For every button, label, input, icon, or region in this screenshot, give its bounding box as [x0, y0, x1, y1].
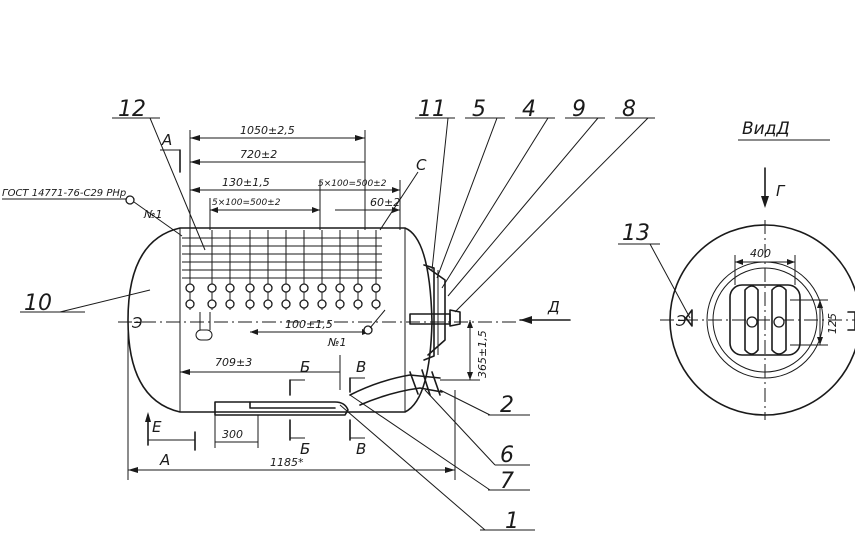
section-b-top: Б [300, 358, 310, 376]
callout-10: 10 [24, 291, 52, 316]
dim-5x100-left: 5×100=500±2 [212, 198, 281, 208]
section-a-bottom: А [159, 451, 170, 469]
dim-720: 720±2 [240, 148, 277, 161]
callout-5: 5 [472, 97, 486, 122]
section-v-top: В [356, 358, 366, 376]
ref-left: №1 [143, 208, 162, 221]
dim-1185: 1185* [270, 456, 304, 469]
dim-130: 130±1,5 [222, 176, 270, 189]
view-d-arrow [519, 316, 571, 324]
section-v-bottom: В [356, 440, 366, 458]
callout-8: 8 [622, 97, 636, 122]
symbol-right: Э [675, 312, 687, 330]
heating-tubes [182, 237, 382, 279]
callout-11: 11 [418, 97, 446, 122]
section-bv-bottom [289, 419, 365, 441]
dim-5x100-right: 5×100=500±2 [318, 179, 387, 189]
dim-365: 365±1,5 [476, 330, 489, 378]
inner-pipe [214, 401, 349, 416]
callout-6: 6 [500, 443, 514, 468]
callout-1: 1 [505, 509, 519, 534]
callout-leaders [20, 117, 655, 531]
dim-125: 125 [826, 313, 839, 334]
symbol-left: Э [131, 314, 143, 332]
bracket-slot [195, 312, 213, 341]
callout-7: 7 [500, 469, 514, 494]
callout-4: 4 [522, 97, 536, 122]
arrow-e: Е [152, 418, 162, 436]
view-g-arrow [761, 167, 769, 208]
flange [409, 264, 461, 361]
callout-2: 2 [500, 393, 514, 418]
dimension-lines-bottom [127, 330, 456, 480]
view-d-title: ВидД [742, 119, 790, 139]
outlet-pipe [349, 369, 443, 406]
tank-body [118, 227, 520, 413]
stiffener-grid [189, 230, 377, 310]
detail-c: С [416, 156, 427, 174]
dim-400: 400 [750, 247, 771, 260]
dim-1050: 1050±2,5 [240, 124, 295, 137]
hole-rows [185, 283, 381, 309]
callout-13: 13 [622, 221, 650, 246]
callout-9: 9 [572, 97, 586, 122]
dimension-lines-top [189, 130, 401, 230]
dim-300: 300 [222, 428, 243, 441]
dim-100: 100±1,5 [285, 318, 333, 331]
arrow-d: Д [547, 298, 560, 316]
section-bv-top [289, 377, 365, 396]
section-b-bottom: Б [300, 440, 310, 458]
weld-standard: ГОСТ 14771-76-С29 РНр [2, 188, 126, 199]
view-g-letter: Г [776, 182, 786, 200]
section-a-top-mark [160, 149, 181, 173]
end-view [660, 220, 855, 420]
callout-12: 12 [118, 97, 146, 122]
dim-709: 709±3 [215, 356, 252, 369]
ref-mid: №1 [327, 336, 346, 349]
end-view-dimensions [618, 243, 828, 346]
section-a-top: А [161, 131, 172, 149]
dim-60: 60±2 [370, 196, 400, 209]
